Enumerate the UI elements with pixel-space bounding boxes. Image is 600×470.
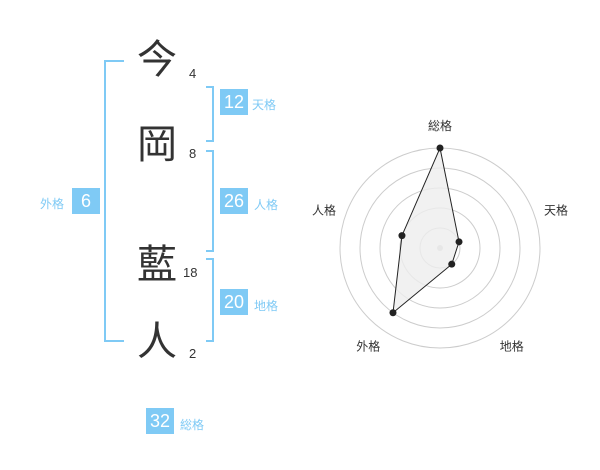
- name-char-3: 藍: [137, 242, 177, 288]
- jinkaku-label: 人格: [254, 198, 279, 212]
- radar-points: [389, 144, 463, 317]
- jinkaku-bracket: [206, 150, 214, 252]
- soukaku-value: 32: [146, 408, 174, 434]
- stroke-count-4: 2: [189, 346, 197, 361]
- chikaku-value: 20: [220, 289, 248, 315]
- radar-axis-label: 地格: [500, 339, 524, 354]
- gaikaku-bracket: [104, 60, 124, 342]
- radar-point: [398, 232, 406, 240]
- tenkaku-bracket: [206, 86, 214, 142]
- radar-point: [436, 144, 444, 152]
- name-char-4: 人: [137, 319, 177, 365]
- stroke-count-1: 4: [189, 66, 197, 81]
- chikaku-bracket: [206, 258, 214, 342]
- chikaku-label: 地格: [254, 299, 279, 313]
- radar-point: [389, 309, 397, 317]
- radar-axis-label: 天格: [544, 202, 568, 217]
- gaikaku-value: 6: [72, 188, 100, 214]
- radar-axis-label: 人格: [312, 202, 336, 217]
- stroke-count-2: 8: [189, 146, 197, 161]
- radar-shape: [392, 146, 460, 314]
- radar-axis-label: 総格: [428, 118, 452, 133]
- jinkaku-value: 26: [220, 188, 248, 214]
- name-char-2: 岡: [137, 122, 177, 168]
- radar-axis-label: 外格: [356, 339, 380, 354]
- radar-point: [455, 238, 463, 246]
- stroke-count-3: 18: [183, 265, 198, 280]
- radar-point: [448, 260, 456, 268]
- name-char-1: 今: [137, 37, 177, 83]
- tenkaku-value: 12: [220, 89, 248, 115]
- gaikaku-label: 外格: [40, 197, 65, 211]
- tenkaku-label: 天格: [252, 98, 277, 112]
- soukaku-label: 総格: [180, 418, 205, 432]
